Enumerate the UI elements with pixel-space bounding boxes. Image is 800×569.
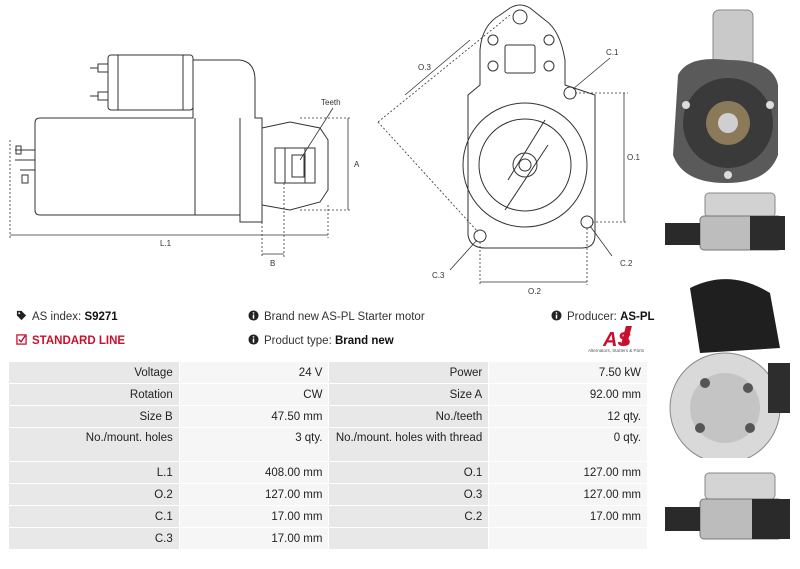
product-type: Product type: Brand new [248, 334, 394, 347]
spec-label: Size A [328, 383, 490, 406]
spec-label: Power [328, 361, 490, 384]
tag-icon [16, 310, 27, 321]
spec-value: 127.00 mm [488, 461, 648, 484]
product-photo-front [673, 9, 778, 183]
label-b: B [270, 259, 275, 268]
spec-value: 24 V [178, 361, 330, 384]
label-c3: C.3 [432, 271, 445, 280]
spec-label: L.1 [8, 461, 180, 484]
producer-value: AS-PL [620, 311, 655, 323]
product-photo-side-2 [665, 472, 790, 540]
standard-line-text: STANDARD LINE [32, 335, 126, 347]
info-icon [248, 334, 259, 345]
spec-value: 92.00 mm [488, 383, 648, 406]
spec-value: 408.00 mm [178, 461, 330, 484]
producer: Producer: AS-PL [551, 310, 655, 323]
spec-label: Voltage [8, 361, 180, 384]
spec-value: 127.00 mm [488, 483, 648, 506]
label-c1: C.1 [606, 48, 619, 57]
label-o3: O.3 [418, 63, 431, 72]
product-photo-rear [669, 279, 790, 458]
technical-drawing: Teeth A L.1 B [9, 4, 640, 296]
spec-value: 3 qty. [178, 427, 330, 462]
spec-label: O.1 [328, 461, 490, 484]
spec-value: CW [178, 383, 330, 406]
spec-label: C.1 [8, 505, 180, 528]
spec-label: C.2 [328, 505, 490, 528]
spec-value [488, 527, 648, 550]
label-l1: L.1 [160, 239, 172, 248]
as-pl-logo: AS [602, 326, 632, 351]
as-index: AS index: S9271 [16, 310, 118, 323]
front-view [377, 4, 628, 285]
logo-caption: Alternators, Starters & Parts [587, 348, 645, 353]
spec-label: O.2 [8, 483, 180, 506]
spec-value: 17.00 mm [488, 505, 648, 528]
spec-label: No./mount. holes [8, 427, 180, 462]
spec-label: O.3 [328, 483, 490, 506]
checkbox-checked-icon [16, 334, 27, 345]
side-view [9, 54, 352, 258]
spec-value: 0 qty. [488, 427, 648, 462]
info-icon [248, 310, 259, 321]
spec-value: 47.50 mm [178, 405, 330, 428]
spec-value: 12 qty. [488, 405, 648, 428]
spec-label [328, 527, 490, 550]
label-o2: O.2 [528, 287, 541, 296]
spec-label: Size B [8, 405, 180, 428]
product-photo-side [665, 192, 785, 251]
spec-value: 127.00 mm [178, 483, 330, 506]
product-type-label: Product type: [264, 335, 332, 347]
spec-label: No./teeth [328, 405, 490, 428]
label-a: A [354, 160, 360, 169]
spec-value: 17.00 mm [178, 527, 330, 550]
label-o1: O.1 [627, 153, 640, 162]
product-type-value: Brand new [334, 335, 394, 347]
spec-label: Rotation [8, 383, 180, 406]
as-index-label: AS index: [32, 311, 82, 323]
description: Brand new AS-PL Starter motor [248, 310, 425, 323]
as-index-value: S9271 [84, 311, 118, 323]
spec-value: 17.00 mm [178, 505, 330, 528]
info-icon [551, 310, 562, 321]
producer-label: Producer: [567, 311, 617, 323]
label-teeth: Teeth [321, 98, 341, 107]
spec-value: 7.50 kW [488, 361, 648, 384]
label-c2: C.2 [620, 259, 633, 268]
standard-line: STANDARD LINE [16, 334, 125, 347]
spec-label: C.3 [8, 527, 180, 550]
description-text: Brand new AS-PL Starter motor [264, 311, 425, 323]
spec-label: No./mount. holes with thread [328, 427, 490, 462]
